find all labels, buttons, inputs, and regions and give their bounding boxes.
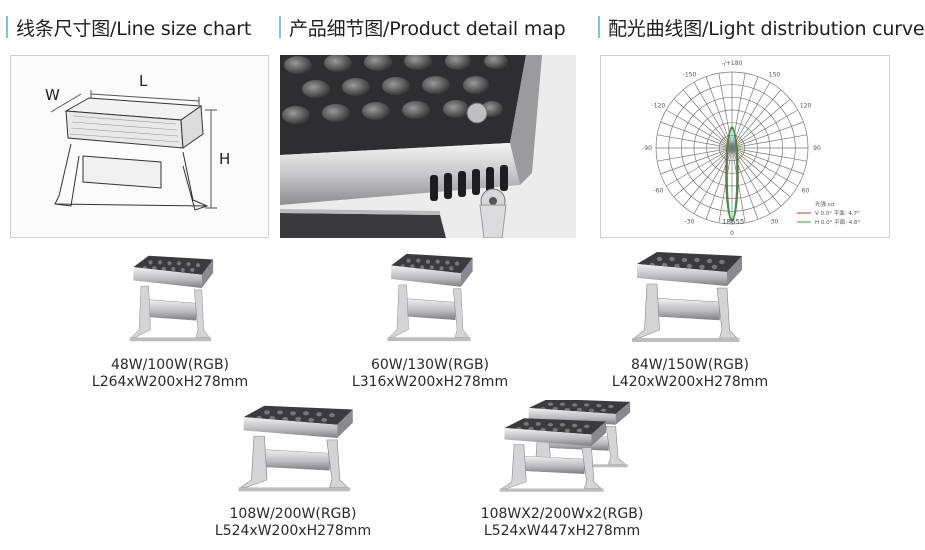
header-accent-bar [598,16,600,38]
product-power: 60W/130W(RGB) [370,357,490,373]
polar-grid-spoke [731,147,791,198]
polar-grid-spoke [673,98,733,149]
legend-title: 光强 cd [815,200,834,208]
h-plane-curve [726,126,738,222]
section-title: 产品细节图/Product detail map [289,17,566,40]
product-power: 84W/150W(RGB) [630,357,750,373]
product-size: L524xW447xH278mm [483,523,641,539]
dim-label-l: L [139,72,148,90]
product-size: L264xW200xH278mm [91,374,249,390]
product-detail-panel [280,55,576,238]
dim-label-h: H [219,150,230,168]
polar-grid-spoke [705,76,733,149]
product-caption-84w: 84W/150W(RGB) L420xW200xH278mm [595,357,785,391]
section-header-line-size: 线条尺寸图/Line size chart [6,12,251,42]
polar-angle-label: 90 [813,145,821,152]
product-size: L316xW200xH278mm [351,374,509,390]
product-image-60w [378,248,478,345]
product-caption-60w: 60W/130W(RGB) L316xW200xH278mm [335,357,525,391]
polar-grid-spoke [731,98,791,149]
product-power: 108WX2/200Wx2(RGB) [480,506,644,522]
polar-grid-spoke [666,109,733,149]
header-accent-bar [6,16,8,38]
light-distribution-panel: -/+180 -150 150 -120 120 -90 90 -60 60 -30 30 0 186… [600,55,890,238]
product-power: 48W/100W(RGB) [110,357,230,373]
section-title: 配光曲线图/Light distribution curve [608,17,925,40]
polar-grid-spoke [666,147,733,187]
product-image-108w [228,400,358,495]
v-plane-curve [725,127,739,221]
product-power: 108W/200W(RGB) [229,506,357,522]
polar-angle-label: 0 [730,230,734,237]
polar-grid-spoke [657,134,733,149]
polar-angle-label: -90 [642,145,652,152]
legend-h: H 0.0° 平面: 4.8° [815,219,860,226]
product-caption-108wx2: 108WX2/200Wx2(RGB) L524xW447xH278mm [462,506,662,540]
product-image-84w [622,246,747,346]
section-header-product-detail: 产品细节图/Product detail map [279,12,566,42]
product-image-48w [122,250,217,345]
polar-grid-spoke [731,147,782,207]
polar-grid-spoke [673,147,733,198]
polar-grid-spoke [731,82,771,149]
polar-grid-spoke [731,147,807,162]
header-accent-bar [279,16,281,38]
polar-angle-label: -150 [683,71,697,78]
polar-angle-label: -30 [685,219,695,226]
section-header-light-distribution: 配光曲线图/Light distribution curve [598,12,925,42]
polar-grid-spoke [660,121,733,149]
polar-grid-spoke [731,109,798,149]
polar-grid-spoke [660,147,733,175]
polar-legend: 光强 cd V 0.0° 平面: 4.7° H 0.0° 平面: 4.8° [797,200,860,226]
product-image-108wx2 [490,400,635,495]
section-title: 线条尺寸图/Line size chart [16,17,252,40]
polar-grid-spoke [731,89,782,149]
legend-v: V 0.0° 平面: 4.7° [815,210,860,217]
polar-angle-label: 150 [769,71,781,78]
polar-grid-spoke [731,121,804,149]
product-caption-48w: 48W/100W(RGB) L264xW200xH278mm [80,357,260,391]
polar-grid-spoke [682,147,733,207]
polar-grid-spoke [731,147,746,223]
dim-label-w: W [45,86,60,104]
product-detail-photo [280,55,576,238]
polar-grid-spoke [731,147,804,175]
center-value: 18655 [722,218,744,226]
polar-grid-spoke [682,89,733,149]
polar-angle-label: -120 [652,103,666,110]
product-caption-108w: 108W/200W(RGB) L524xW200xH278mm [198,506,388,540]
polar-grid-spoke [731,134,807,149]
line-size-chart-panel: L W H [10,55,269,238]
polar-grid-spoke [718,147,733,223]
product-size: L420xW200xH278mm [611,374,769,390]
polar-chart: -/+180 -150 150 -120 120 -90 90 -60 60 -30 30 0 186… [642,60,860,237]
polar-grid-spoke [731,147,798,187]
polar-angle-label: 60 [802,188,810,195]
polar-angle-label: 30 [771,219,779,226]
product-size: L524xW200xH278mm [214,523,372,539]
dimension-drawing: L W H [45,72,230,211]
polar-angle-label: 120 [800,103,812,110]
polar-angle-label: -60 [653,188,663,195]
polar-angle-label: -/+180 [722,60,743,67]
polar-grid-spoke [731,76,759,149]
polar-grid-spoke [693,82,733,149]
polar-grid-spoke [657,147,733,162]
